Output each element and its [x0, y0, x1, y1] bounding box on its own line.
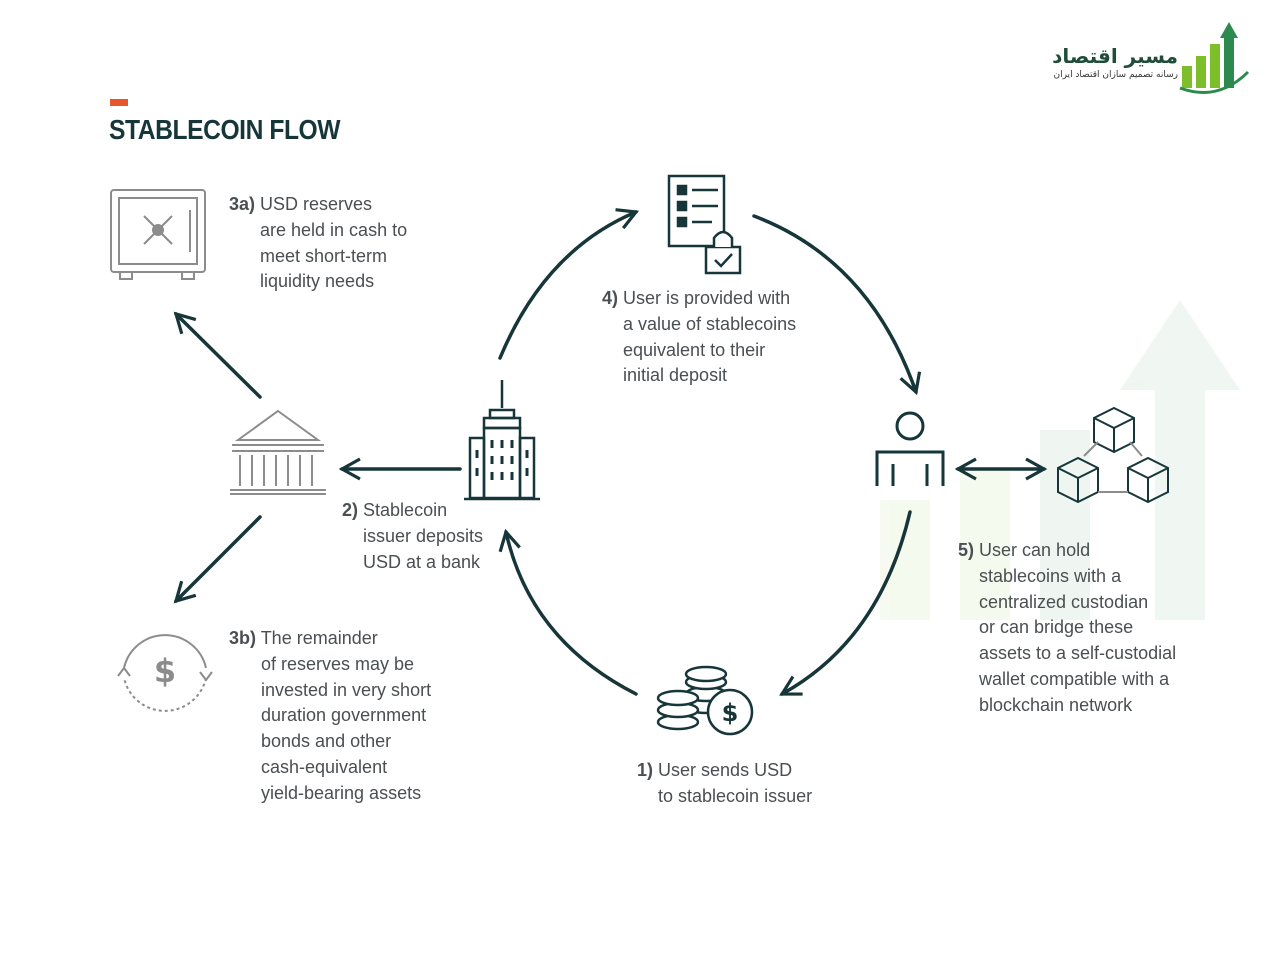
- svg-text:$: $: [154, 652, 176, 690]
- svg-text:$: $: [722, 699, 739, 727]
- secure-document-icon: [667, 174, 742, 275]
- step-1-text: 1) User sends USD to stablecoin issuer: [637, 760, 813, 806]
- arrow-bank-to-invest: [173, 515, 262, 604]
- arrow-user-to-coins: [779, 510, 912, 696]
- blockchain-cubes-icon: [1057, 406, 1169, 504]
- bank-icon: [230, 409, 326, 495]
- building-icon: [464, 380, 540, 501]
- dollar-cycle-icon: $: [117, 634, 213, 712]
- logo-tagline: رسانه تصمیم سازان اقتصاد ایران: [1053, 70, 1178, 80]
- step-3a-text: 3a) USD reserves are held in cash to mee…: [229, 194, 408, 292]
- step-3b-text: 3b) The remainder of reserves may be inv…: [229, 628, 432, 803]
- watermark: [880, 300, 1240, 620]
- user-icon: [875, 411, 945, 486]
- arrow-issuer-to-document: [498, 208, 640, 360]
- step-5-text: 5) User can hold stablecoins with a cent…: [958, 540, 1177, 715]
- step-4-text: 4) User is provided with a value of stab…: [602, 288, 797, 386]
- logo-name: مسیر اقتصاد: [1052, 44, 1178, 68]
- brand-logo: مسیر اقتصاد رسانه تصمیم سازان اقتصاد ایر…: [1010, 20, 1260, 95]
- page-title: STABLECOIN FLOW: [109, 114, 341, 145]
- arrow-coins-to-issuer: [498, 528, 638, 696]
- vault-icon: [110, 189, 206, 280]
- step-2-text: 2) Stablecoin issuer deposits USD at a b…: [342, 500, 484, 572]
- coins-icon: $: [656, 665, 754, 736]
- arrow-document-to-user: [752, 214, 922, 396]
- title-accent-bar: [110, 99, 128, 106]
- arrow-bank-to-vault: [173, 311, 262, 399]
